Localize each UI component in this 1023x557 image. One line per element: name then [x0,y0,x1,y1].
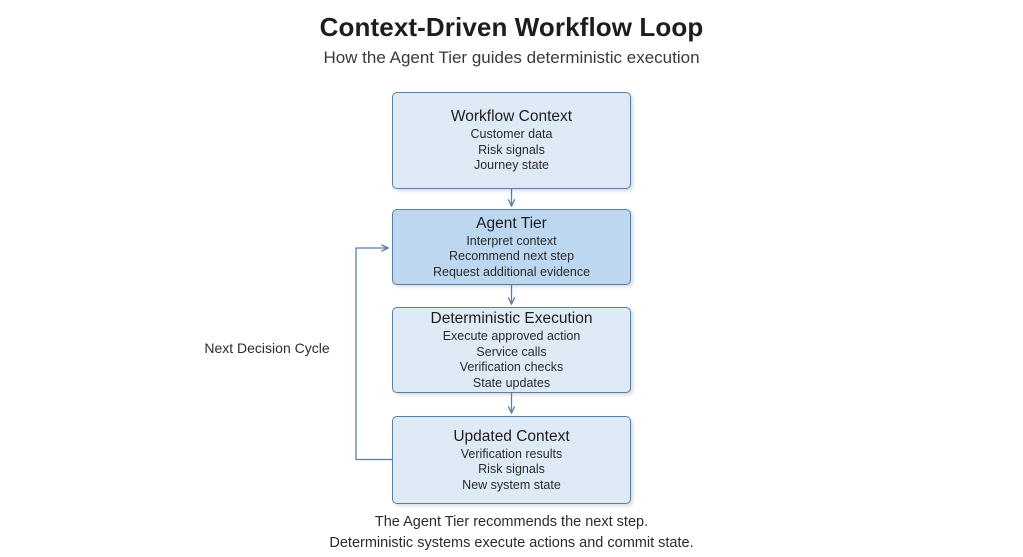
page-subtitle: How the Agent Tier guides deterministic … [323,48,700,67]
node-detail-line: Risk signals [478,142,545,157]
node-detail-lines: Verification results Risk signals New sy… [461,447,562,494]
node-title: Deterministic Execution [430,310,593,327]
footer-caption: The Agent Tier recommends the next step.… [0,512,1023,554]
node-detail-line: New system state [462,477,561,492]
node-title: Agent Tier [476,214,547,232]
node-detail-line: Request additional evidence [432,264,591,279]
node-title: Workflow Context [450,108,573,126]
node-detail-line: Journey state [473,158,550,173]
node-workflow-context[interactable]: Workflow Context Customer data Risk sign… [392,92,631,189]
node-detail-lines: Execute approved action Service calls Ve… [443,329,581,391]
footer-line-1: The Agent Tier recommends the next step. [374,514,649,530]
node-title: Updated Context [453,427,570,445]
node-updated-context[interactable]: Updated Context Verification results Ris… [392,416,631,504]
node-detail-line: State updates [472,375,551,390]
node-detail-line: Interpret context [466,233,557,248]
footer-line-2: Deterministic systems execute actions an… [329,535,694,551]
loop-label: Next Decision Cycle [204,340,330,356]
node-detail-line: Execute approved action [442,329,581,343]
node-detail-line: Verification results [460,446,563,461]
node-detail-lines: Interpret context Recommend next step Re… [433,234,590,281]
node-detail-line: Risk signals [478,462,545,477]
node-detail-line: Customer data [470,127,553,142]
node-detail-line: Service calls [476,344,547,359]
node-detail-lines: Customer data Risk signals Journey state [471,127,553,174]
node-detail-line: Verification checks [459,360,564,374]
edge-updated-to-agent-loop [355,248,392,461]
node-agent-tier[interactable]: Agent Tier Interpret context Recommend n… [392,209,631,285]
node-detail-line: Recommend next step [448,249,575,264]
page-title: Context-Driven Workflow Loop [319,12,704,42]
node-deterministic-execution[interactable]: Deterministic Execution Execute approved… [392,307,631,393]
